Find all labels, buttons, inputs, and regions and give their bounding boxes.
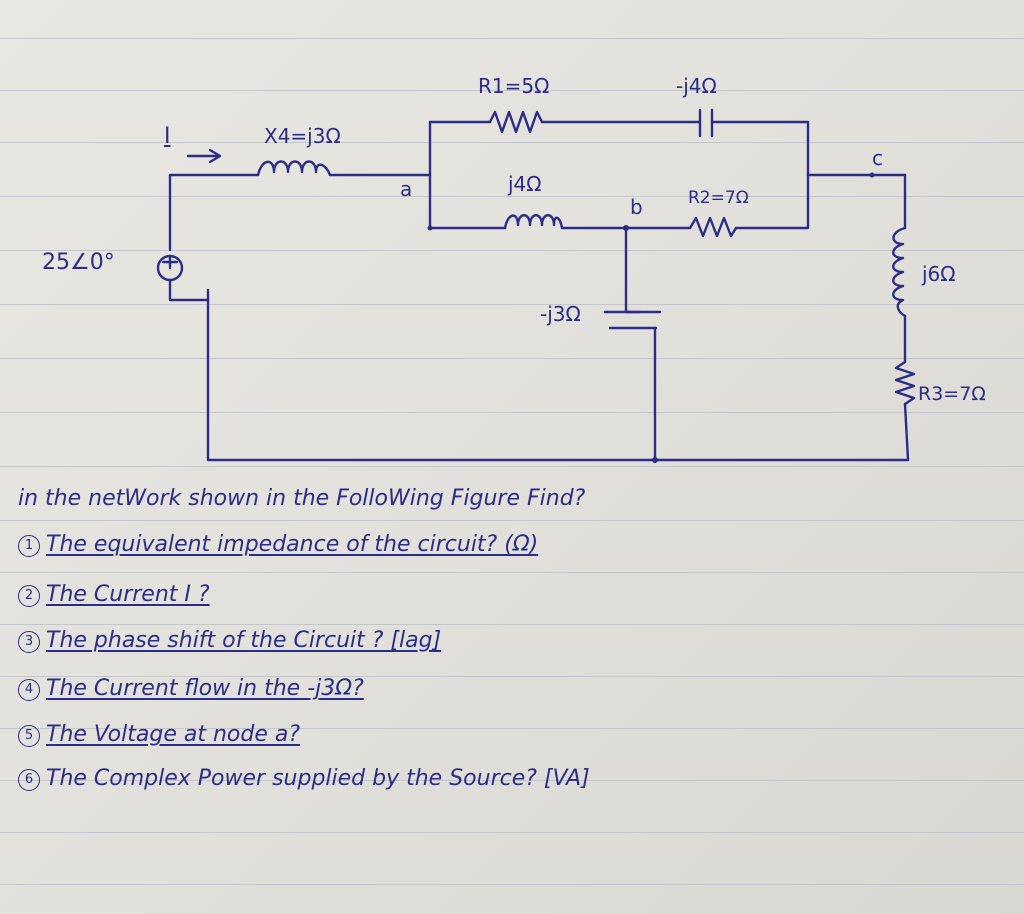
paper-rule <box>0 304 1024 305</box>
node-b-dot <box>623 225 629 231</box>
capacitor-top <box>698 108 714 138</box>
junction-bottom-dot <box>652 457 658 463</box>
current-arrow <box>186 148 222 164</box>
question-4: 4 The Current flow in the -j3Ω? <box>18 676 364 701</box>
paper-rule <box>0 466 1024 467</box>
paper-rule <box>0 250 1024 251</box>
paper-rule <box>0 884 1024 885</box>
paper-rule <box>0 196 1024 197</box>
paper-rule <box>0 572 1024 573</box>
wire-top-right <box>710 120 810 177</box>
question-6: 6 The Complex Power supplied by the Sourc… <box>18 766 590 791</box>
node-c-dot <box>869 172 875 178</box>
wire-left-upper <box>168 173 260 252</box>
inductor-x4 <box>256 160 332 177</box>
question-1: 1 The equivalent impedance of the circuit… <box>18 532 538 557</box>
node-c-label: c <box>872 146 883 170</box>
paper-rule <box>0 832 1024 833</box>
resistor-r1 <box>488 110 544 134</box>
wire-source-bottom <box>168 278 210 302</box>
question-text-3: The phase shift of the Circuit ? [lag] <box>46 628 442 653</box>
paper-rule <box>0 624 1024 625</box>
question-text-4: The Current flow in the -j3Ω? <box>46 676 364 701</box>
cap-top-label: -j4Ω <box>676 74 717 98</box>
paper-rule <box>0 38 1024 39</box>
node-a-dot <box>427 225 433 231</box>
wire-mid-right <box>734 173 810 230</box>
node-a-label: a <box>400 177 413 201</box>
wire-right-bottom <box>903 402 910 462</box>
question-text-5: The Voltage at node a? <box>46 722 300 747</box>
node-b-label: b <box>630 195 643 219</box>
question-text-2: The Current I ? <box>46 582 210 607</box>
paper-rule <box>0 520 1024 521</box>
current-label: I <box>164 124 171 149</box>
inductor-mid <box>503 214 564 230</box>
r1-label: R1=5Ω <box>478 74 550 98</box>
question-number-4: 4 <box>18 679 40 701</box>
question-number-5: 5 <box>18 725 40 747</box>
paper-rule <box>0 90 1024 91</box>
question-text-6: The Complex Power supplied by the Source… <box>46 766 590 791</box>
paper-rule <box>0 412 1024 413</box>
question-number-6: 6 <box>18 769 40 791</box>
resistor-r2 <box>688 216 738 238</box>
question-text-1: The equivalent impedance of the circuit?… <box>46 532 539 557</box>
paper-rule <box>0 780 1024 781</box>
r2-label: R2=7Ω <box>688 188 749 208</box>
source-label: 25∠0° <box>42 250 115 275</box>
question-5: 5 The Voltage at node a? <box>18 722 300 747</box>
source-plus-sign <box>161 254 179 270</box>
cap-shunt-label: -j3Ω <box>540 302 581 326</box>
problem-intro: in the netWork shown in the FolloWing Fi… <box>18 486 586 511</box>
inductor-mid-label: j4Ω <box>508 172 542 196</box>
x4-label: X4=j3Ω <box>264 124 341 148</box>
r3-label: R3=7Ω <box>918 383 986 405</box>
wire-b-down <box>624 226 642 314</box>
question-3: 3 The phase shift of the Circuit ? [lag] <box>18 628 441 653</box>
paper-rule <box>0 676 1024 677</box>
question-number-2: 2 <box>18 585 40 607</box>
question-number-3: 3 <box>18 631 40 653</box>
question-number-1: 1 <box>18 535 40 557</box>
question-2: 2 The Current I ? <box>18 582 210 607</box>
paper-rule <box>0 358 1024 359</box>
paper-rule <box>0 728 1024 729</box>
resistor-r3 <box>894 360 916 406</box>
paper-rule <box>0 142 1024 143</box>
capacitor-shunt <box>603 310 662 330</box>
inductor-right-label: j6Ω <box>922 262 956 286</box>
inductor-right <box>892 226 907 318</box>
